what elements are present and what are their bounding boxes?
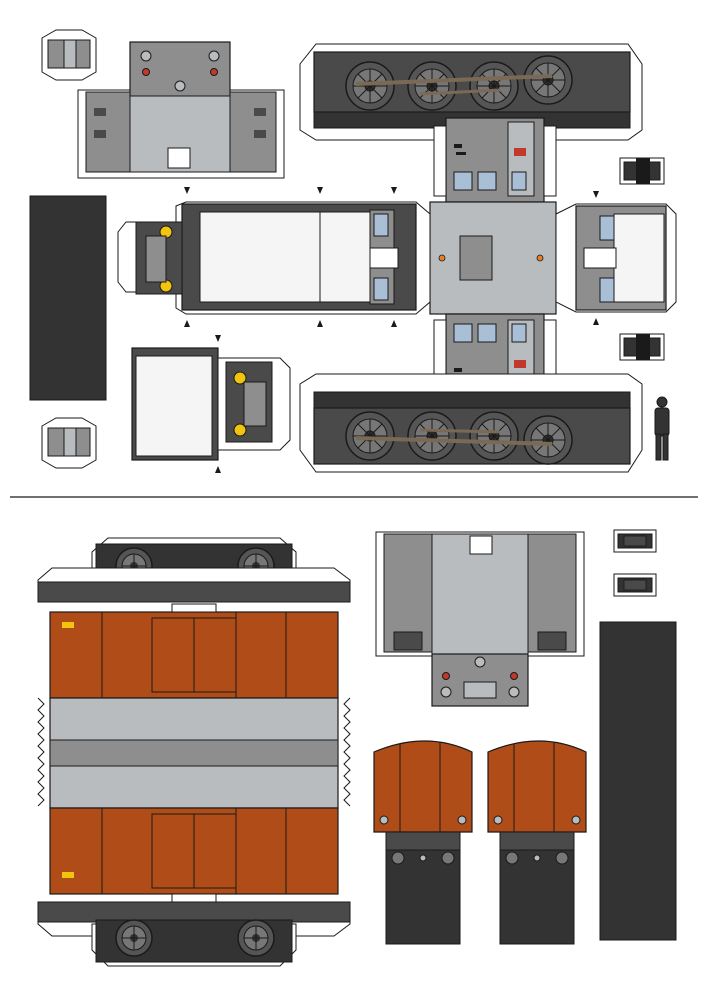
roof-piece-bottom-left [41,417,97,469]
chassis-side-bottom [299,373,643,473]
buffer-beam-left [117,221,183,295]
hood-top-panel [175,187,431,327]
tail-light-icon [142,68,150,76]
wagon-body-part [37,537,351,967]
wheel-icon [523,55,573,105]
cab-roof-center [412,201,574,315]
wheel-icon [345,411,395,461]
tail-light-icon [510,672,518,680]
wagon-end-left [373,740,473,945]
human-figure-icon [654,396,670,461]
headlight-icon [440,686,452,698]
roof-piece-top-left [41,29,97,81]
wheel-icon [469,411,519,461]
headlight-icon [508,686,520,698]
wheel-icon [523,415,573,465]
black-base-strip-right [599,621,677,941]
wheel-icon [469,61,519,111]
wheel-icon [345,61,395,111]
headlight-icon [140,50,152,62]
wheel-icon [115,919,153,957]
small-buffer-top [613,529,657,553]
small-buffer-bottom [613,573,657,597]
buffer-piece-bottom [619,333,665,361]
hood-end-part [131,335,291,473]
black-base-strip [29,195,107,401]
wheel-icon [237,919,275,957]
buffer-piece-top [619,157,665,185]
tail-light-icon [210,68,218,76]
wheel-icon [407,61,457,111]
wheel-icon [407,411,457,461]
cab-side-top [433,117,557,203]
headlight-icon [208,50,220,62]
cab-rear-end-part [375,531,585,707]
wagon-end-right [487,740,587,945]
cab-end-right [555,191,677,325]
tail-light-icon [442,672,450,680]
cab-front-end-part [77,41,285,179]
